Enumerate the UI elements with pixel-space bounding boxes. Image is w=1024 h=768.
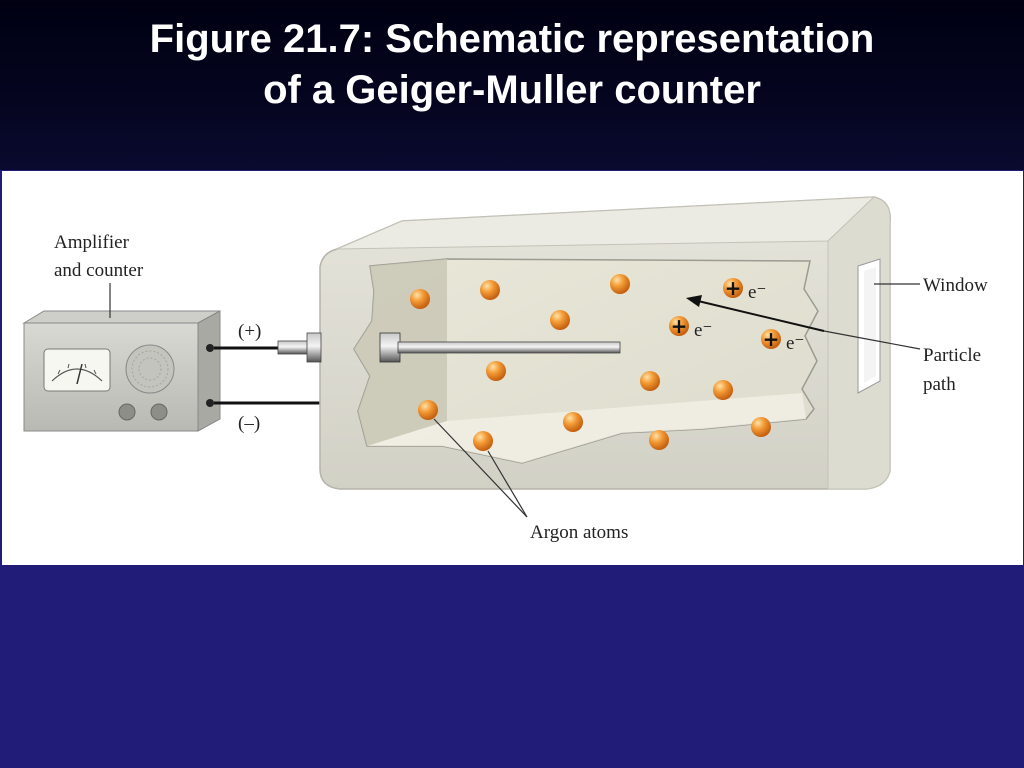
amplifier-label-line1: Amplifier <box>54 232 130 253</box>
electron-label: e⁻ <box>786 333 804 354</box>
meter-gauge-icon <box>43 348 111 392</box>
amplifier-box <box>22 310 221 432</box>
argon-atom <box>410 289 430 309</box>
title-band <box>0 0 1024 170</box>
amplifier-label-line2: and counter <box>54 260 144 281</box>
minus-terminal-label: (–) <box>238 413 260 434</box>
argon-atoms-label: Argon atoms <box>530 522 628 543</box>
tube-window <box>857 258 881 394</box>
ion-pair: + e⁻ <box>723 276 766 303</box>
argon-atom <box>550 310 570 330</box>
argon-atom <box>473 431 493 451</box>
electron-label: e⁻ <box>748 282 766 303</box>
argon-atom <box>649 430 669 450</box>
argon-atom <box>610 274 630 294</box>
anode-wire <box>277 332 621 363</box>
plus-terminal-label: (+) <box>238 321 261 342</box>
particle-leader <box>823 330 921 350</box>
ion-charge: + <box>763 327 780 351</box>
ion-pairs: + e⁻ + e⁻ + e⁻ <box>669 276 804 354</box>
figure-panel: + e⁻ + e⁻ + e⁻ Amplifier an <box>2 171 1023 565</box>
argon-leader-1 <box>433 418 528 518</box>
knob-right-icon <box>150 403 168 421</box>
title-line-2: of a Geiger-Muller counter <box>263 68 761 112</box>
geiger-counter-diagram: + e⁻ + e⁻ + e⁻ Amplifier an <box>22 196 988 543</box>
speaker-grille-icon <box>125 344 175 394</box>
ion-pair: + e⁻ <box>669 314 712 341</box>
ion-charge: + <box>725 276 742 300</box>
particle-label-line1: Particle <box>923 345 981 366</box>
slide-title: Figure 21.7: Schematic representation of… <box>0 14 1024 116</box>
title-line-1: Figure 21.7: Schematic representation <box>149 17 875 61</box>
argon-atom <box>640 371 660 391</box>
window-label: Window <box>923 275 988 296</box>
argon-atoms <box>410 274 771 451</box>
argon-atom <box>486 361 506 381</box>
particle-path-arrow <box>686 295 825 332</box>
argon-atom <box>480 280 500 300</box>
ion-pair: + e⁻ <box>761 327 804 354</box>
argon-atom <box>713 380 733 400</box>
particle-label-line2: path <box>923 374 956 395</box>
argon-atom <box>418 400 438 420</box>
argon-atom <box>563 412 583 432</box>
argon-leader-2 <box>487 450 528 518</box>
ion-charge: + <box>671 314 688 338</box>
knob-left-icon <box>118 403 136 421</box>
argon-atom <box>751 417 771 437</box>
electron-label: e⁻ <box>694 320 712 341</box>
